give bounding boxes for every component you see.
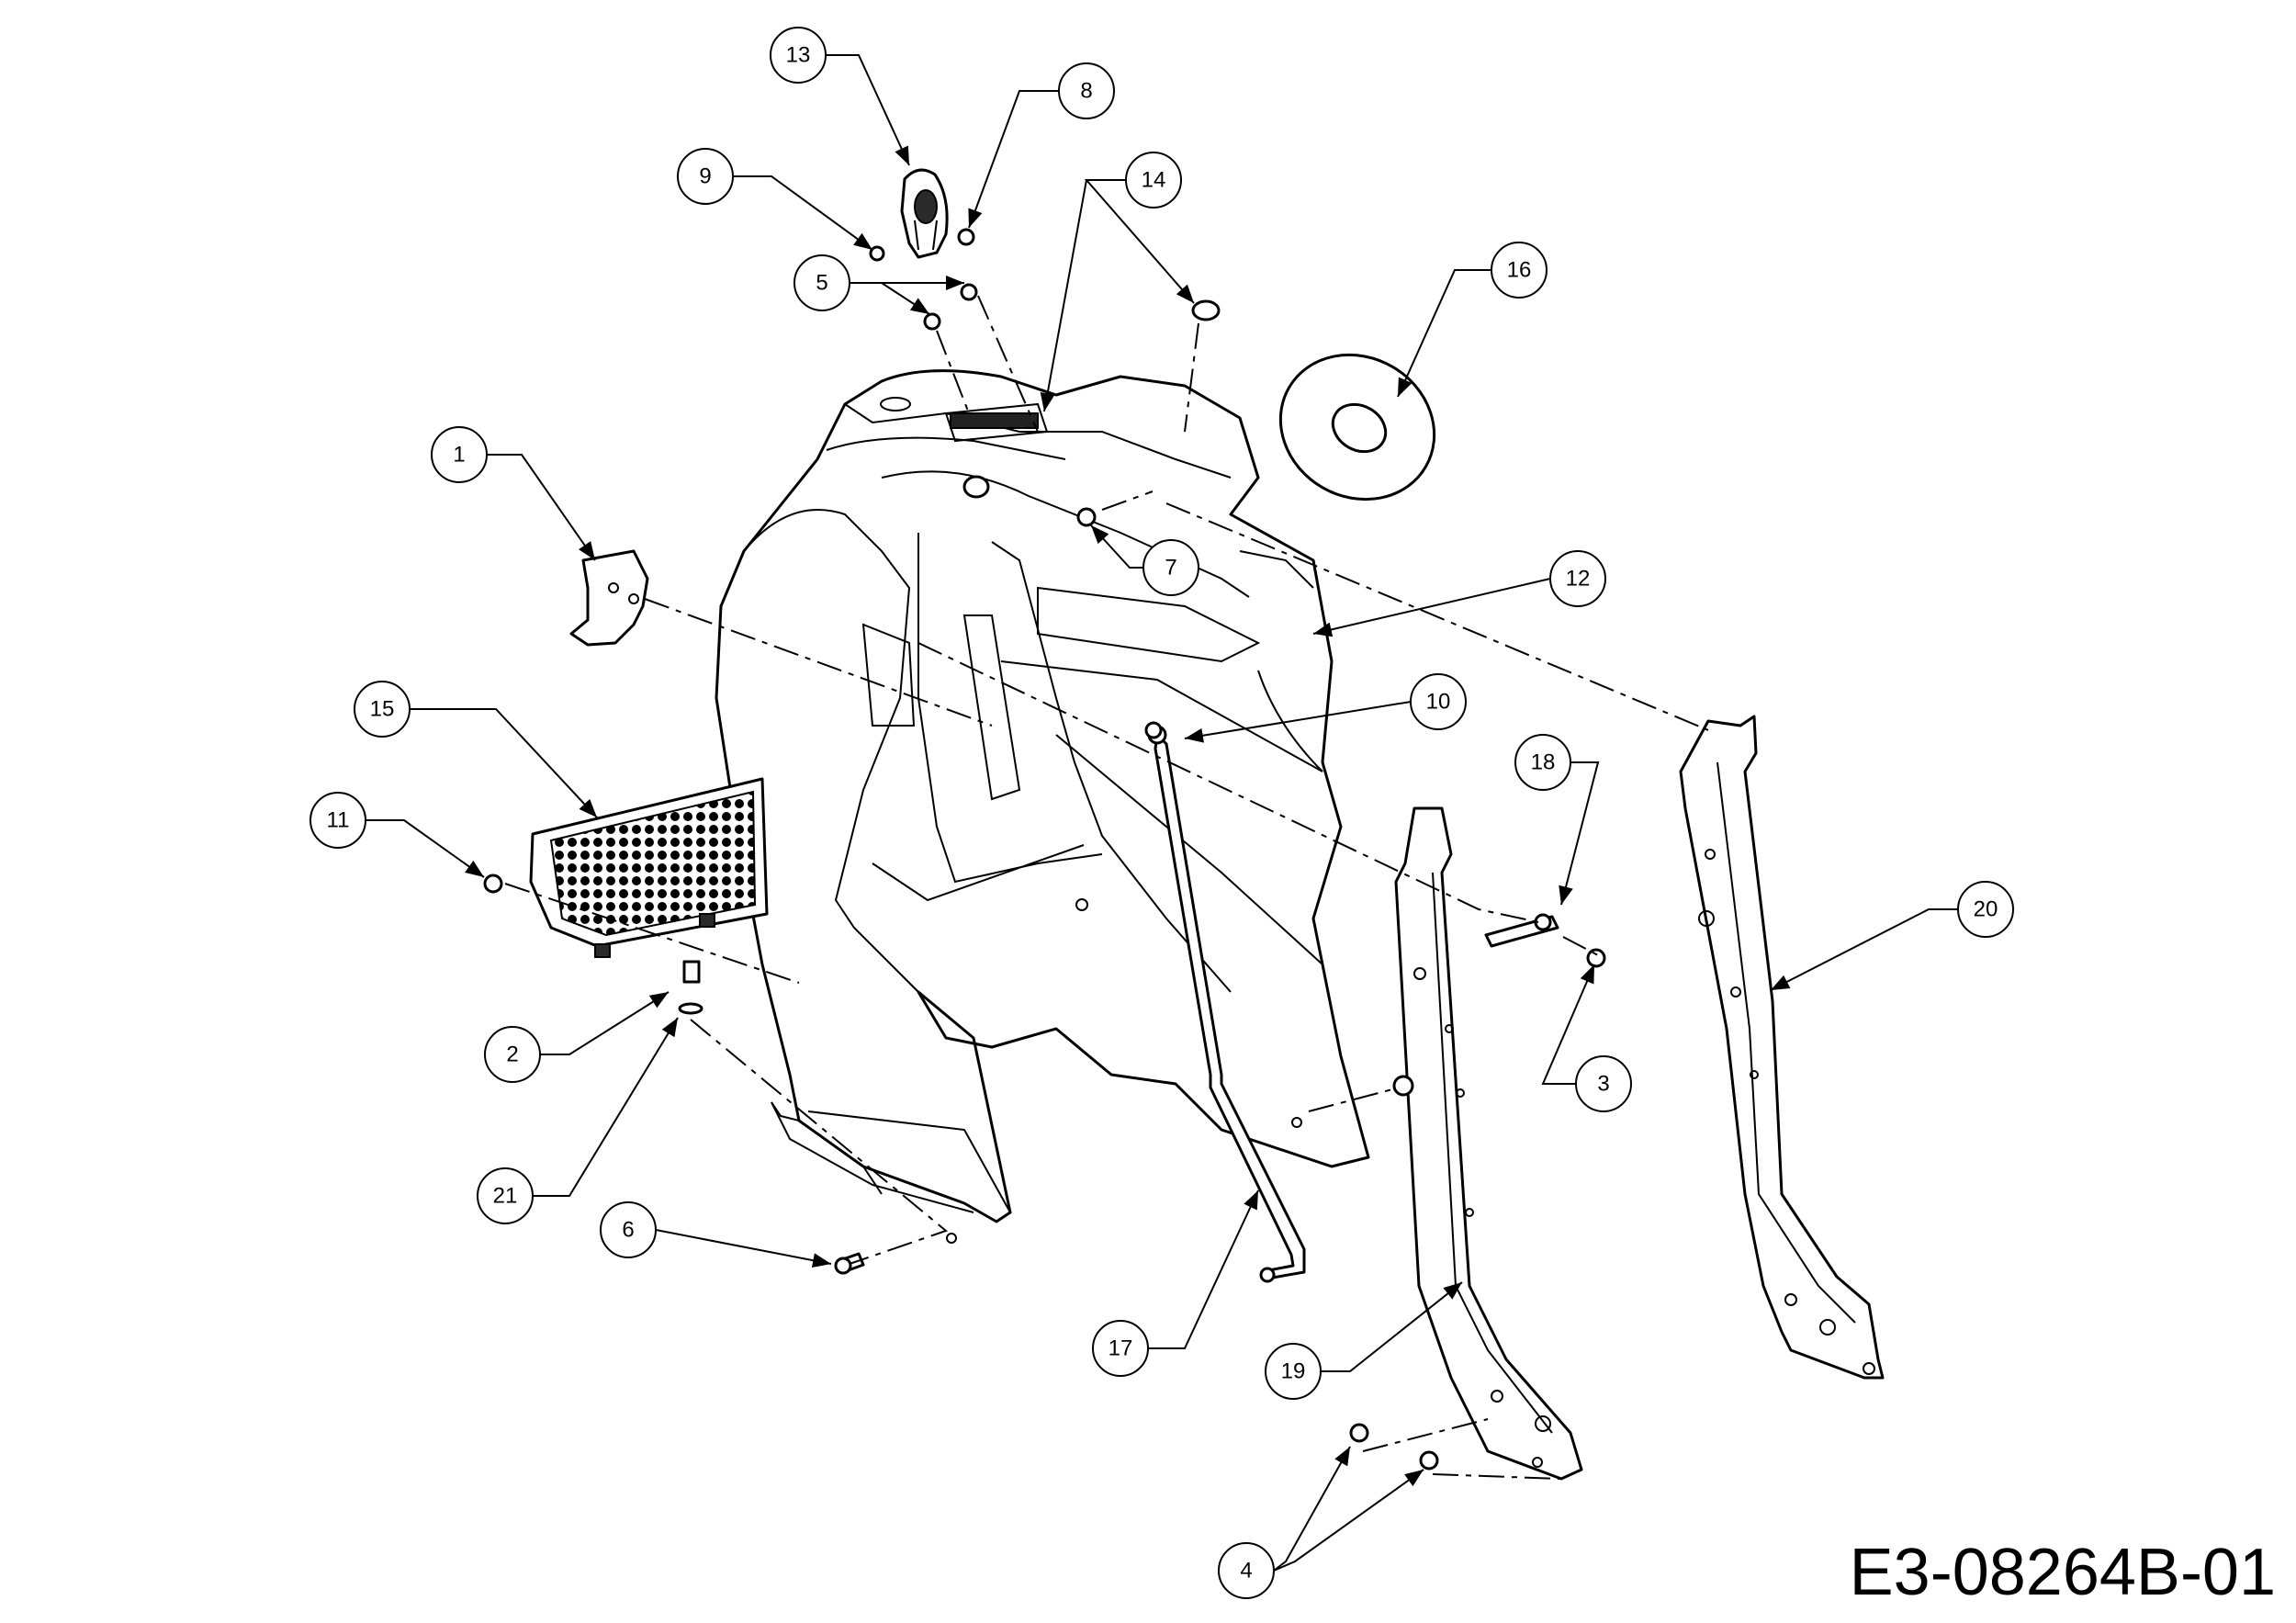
side-bracket-left-part: [1394, 806, 1583, 1481]
knob-handle-part: [900, 168, 949, 259]
callout-label: 15: [370, 697, 395, 722]
latch-bracket-part: [569, 549, 649, 647]
callout-label: 2: [506, 1043, 518, 1067]
callout-18: 18: [1514, 734, 1571, 791]
callout-label: 19: [1281, 1359, 1306, 1384]
grille-panel-part: [529, 777, 769, 958]
callout-circle: [1125, 152, 1182, 209]
callout-circle: [600, 1201, 657, 1258]
callout-circle: [770, 27, 827, 84]
side-bracket-right-part: [1679, 715, 1885, 1380]
callout-label: 12: [1566, 567, 1591, 592]
callout-circle: [1058, 62, 1115, 119]
callout-label: 20: [1974, 897, 1998, 922]
fasteners: [483, 228, 1606, 1471]
callout-label: 1: [453, 443, 465, 468]
callout-label: 9: [699, 164, 711, 189]
callout-circle: [1575, 1055, 1632, 1112]
callout-17: 17: [1092, 1320, 1149, 1377]
callout-circle: [1218, 1542, 1275, 1599]
callout-label: 16: [1507, 258, 1532, 283]
callout-circle: [1957, 881, 2014, 938]
callout-circle: [310, 792, 366, 849]
callout-circle: [1265, 1343, 1322, 1400]
callout-circle: [1491, 242, 1548, 299]
callout-label: 21: [493, 1184, 518, 1209]
callout-11: 11: [310, 792, 366, 849]
callout-label: 5: [816, 271, 827, 296]
callout-circle: [431, 426, 488, 483]
leader-lines: [366, 54, 1958, 1572]
callout-circle: [1410, 673, 1467, 730]
callout-19: 19: [1265, 1343, 1322, 1400]
assembly-lines: [504, 295, 1709, 1480]
callout-circle: [354, 681, 411, 738]
callout-13: 13: [770, 27, 827, 84]
callout-circle: [1142, 539, 1199, 596]
callout-15: 15: [354, 681, 411, 738]
callout-1: 1: [431, 426, 488, 483]
callout-label: 18: [1531, 750, 1556, 775]
callout-label: 14: [1142, 168, 1166, 193]
callout-label: 3: [1597, 1072, 1609, 1097]
callout-5: 5: [793, 254, 850, 311]
callout-label: 7: [1165, 556, 1176, 580]
callout-label: 11: [327, 808, 350, 833]
dash-body-part: [715, 369, 1370, 1244]
callout-10: 10: [1410, 673, 1467, 730]
callout-circle: [477, 1167, 534, 1224]
callout-circle: [1549, 550, 1606, 607]
callout-circle: [484, 1026, 541, 1083]
callout-label: 17: [1109, 1336, 1133, 1361]
callout-label: 4: [1240, 1559, 1252, 1584]
drawing-code-label: E3-08264B-01: [1849, 1536, 2276, 1609]
callout-9: 9: [677, 148, 734, 205]
disc-washer-part: [1278, 353, 1436, 502]
callout-label: 6: [622, 1218, 634, 1243]
callout-12: 12: [1549, 550, 1606, 607]
callout-circle: [677, 148, 734, 205]
callout-20: 20: [1957, 881, 2014, 938]
callout-circle: [1092, 1320, 1149, 1377]
callout-circle: [1514, 734, 1571, 791]
callout-16: 16: [1491, 242, 1548, 299]
callout-4: 4: [1218, 1542, 1275, 1599]
callout-circle: [793, 254, 850, 311]
callout-7: 7: [1142, 539, 1199, 596]
callout-14: 14: [1125, 152, 1182, 209]
callout-3: 3: [1575, 1055, 1632, 1112]
callout-label: 10: [1426, 690, 1451, 715]
callout-8: 8: [1058, 62, 1115, 119]
callout-label: 8: [1080, 79, 1092, 104]
callout-6: 6: [600, 1201, 657, 1258]
callout-label: 13: [786, 43, 811, 68]
callout-21: 21: [477, 1167, 534, 1224]
callout-2: 2: [484, 1026, 541, 1083]
